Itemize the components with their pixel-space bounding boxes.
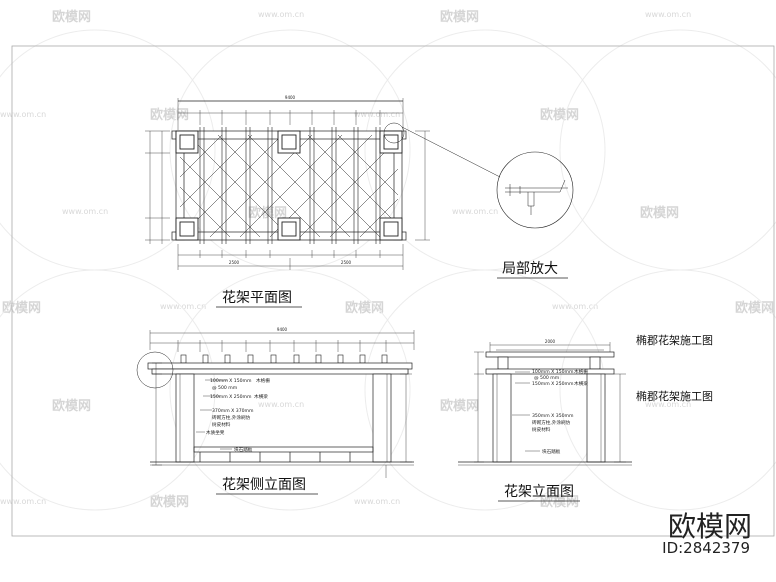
watermark-url: www.om.cn xyxy=(552,302,599,311)
side-note-beam-1b: @ 500 mm xyxy=(212,385,238,391)
drawing-note-1: 椭郡花架施工图 xyxy=(636,334,713,347)
side-note-beam-1: 100mm X 150mm xyxy=(210,378,252,384)
brand-logo-text: 欧模网 xyxy=(667,510,752,543)
side-note-beam-2-tag: 木横梁 xyxy=(254,393,268,400)
watermark-url: www.om.cn xyxy=(258,10,305,19)
side-elevation-title: 花架侧立面图 xyxy=(222,477,306,493)
plan-bottom-dimension-1: 2500 xyxy=(229,260,240,265)
front-note-beam-1-tag: 木格栅 xyxy=(574,368,588,375)
side-note-bench: 木质坐凳 xyxy=(206,429,225,436)
front-note-column: 350mm X 350mm xyxy=(532,413,574,419)
background-pattern xyxy=(0,29,776,511)
watermark-url: www.om.cn xyxy=(354,110,401,119)
side-elevation xyxy=(136,330,415,478)
watermark-text: 欧模网 xyxy=(150,108,190,123)
front-note-beam-1b: @ 500 mm xyxy=(534,375,560,381)
watermark-url: www.om.cn xyxy=(354,497,401,506)
watermark-text: 欧模网 xyxy=(150,495,190,510)
front-note-column-b: 砖砌方柱,外涂刷仿 xyxy=(532,419,571,426)
front-note-beam-2-tag: 木横梁 xyxy=(574,380,588,387)
plan-view-title: 花架平面图 xyxy=(222,290,292,306)
drawing-frame xyxy=(11,45,775,537)
watermark-url: www.om.cn xyxy=(160,302,207,311)
plan-overall-dimension: 9400 xyxy=(285,95,296,100)
side-note-column-b: 砖砌方柱,外涂刷仿 xyxy=(212,414,251,421)
front-elevation-title: 花架立面图 xyxy=(504,484,574,500)
front-note-beam-1: 100mm X 150mm xyxy=(532,369,574,375)
watermark-text: 欧模网 xyxy=(540,495,580,510)
detail-view-title: 局部放大 xyxy=(502,261,558,277)
side-note-base: 块石踏板 xyxy=(234,446,253,453)
watermark-url: www.om.cn xyxy=(452,207,499,216)
watermark-url: www.om.cn xyxy=(645,10,692,19)
front-note-column-c: 树皮材料 xyxy=(532,426,551,433)
front-elevation xyxy=(458,342,632,466)
brand-id: ID:2842379 xyxy=(662,539,750,557)
side-note-column: 370mm X 370mm xyxy=(212,408,254,414)
watermark-text: 欧模网 xyxy=(540,108,580,123)
watermark-text: 欧模网 xyxy=(248,206,288,221)
watermark-url: www.om.cn xyxy=(62,207,109,216)
watermark-text: 欧模网 xyxy=(52,10,92,25)
plan-bottom-dimension-2: 2500 xyxy=(341,260,352,265)
watermark-url: www.om.cn xyxy=(258,400,305,409)
side-note-beam-1-tag: 木格栅 xyxy=(256,377,270,384)
watermark-text: 欧模网 xyxy=(52,399,92,414)
watermark-text: 欧模网 xyxy=(440,10,480,25)
watermark-url: www.om.cn xyxy=(0,110,47,119)
side-note-beam-2: 150mm X 250mm xyxy=(210,394,252,400)
side-note-column-c: 树皮材料 xyxy=(212,421,231,428)
plan-view xyxy=(145,98,501,270)
watermark-text: 欧模网 xyxy=(440,399,480,414)
watermark-url: www.om.cn xyxy=(0,497,47,506)
drawing-note-2: 椭郡花架施工图 xyxy=(636,390,713,403)
side-overall-dimension: 9400 xyxy=(277,327,288,332)
detail-view xyxy=(496,151,574,229)
front-note-beam-2: 150mm X 250mm xyxy=(532,381,574,387)
front-overall-dimension: 2000 xyxy=(545,339,556,344)
watermark-text: 欧模网 xyxy=(640,206,680,221)
front-note-base: 块石踏板 xyxy=(542,448,561,455)
watermark-url: www.om.cn xyxy=(645,400,692,409)
